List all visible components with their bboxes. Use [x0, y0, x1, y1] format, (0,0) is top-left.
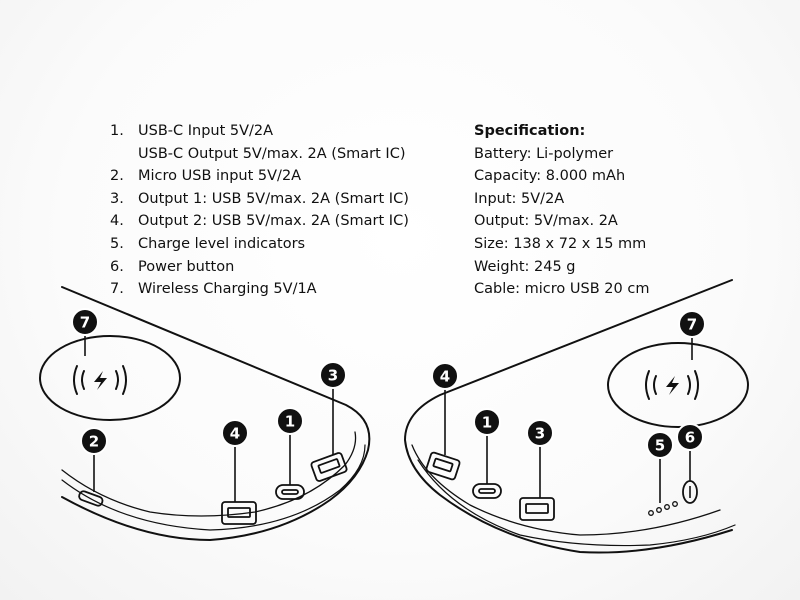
specification-block: Specification: Battery: Li-polymer Capac… [474, 120, 649, 301]
svg-text:4: 4 [440, 368, 450, 386]
left-callout-1: 1 [276, 407, 304, 435]
left-usb-port-4 [221, 501, 257, 525]
spec-line: Battery: Li-polymer [474, 145, 614, 162]
wireless-charging-icon [645, 370, 699, 400]
right-powerbank-edge [411, 444, 721, 536]
left-usb-port-3 [310, 452, 348, 482]
right-wireless-pad [607, 342, 749, 428]
feature-item: 3. Output 1: USB 5V/max. 2A (Smart IC) [110, 188, 409, 211]
svg-text:1: 1 [482, 414, 492, 432]
left-callout-3: 3 [319, 361, 347, 389]
wireless-charging-icon [73, 365, 127, 395]
specification-title: Specification: [474, 123, 586, 139]
spec-line: Cable: micro USB 20 cm [474, 281, 650, 298]
spec-line: Output: 5V/max. 2A [474, 213, 618, 230]
feature-text: USB-C Output 5V/max. 2A (Smart IC) [138, 145, 406, 162]
right-powerbank-outline [404, 279, 733, 554]
right-callout-5: 5 [646, 431, 674, 459]
right-callout-7: 7 [678, 310, 706, 338]
feature-item: 2. Micro USB input 5V/2A [110, 165, 409, 188]
svg-text:6: 6 [685, 429, 695, 447]
feature-number: 7. [110, 281, 124, 298]
right-callout-1: 1 [473, 408, 501, 436]
feature-text: Power button [138, 258, 235, 275]
left-wireless-pad [39, 335, 181, 421]
feature-item: 4. Output 2: USB 5V/max. 2A (Smart IC) [110, 210, 409, 233]
charge-level-indicators [648, 501, 678, 516]
svg-text:2: 2 [89, 433, 99, 451]
feature-number: 4. [110, 213, 124, 230]
svg-text:3: 3 [328, 367, 338, 385]
feature-item: 1. USB-C Input 5V/2A [110, 120, 409, 143]
svg-text:7: 7 [80, 314, 90, 332]
right-callout-3: 3 [526, 419, 554, 447]
svg-text:5: 5 [655, 437, 665, 455]
spec-line: Capacity: 8.000 mAh [474, 168, 626, 185]
power-button [682, 480, 698, 504]
feature-text: Output 1: USB 5V/max. 2A (Smart IC) [138, 190, 409, 207]
spec-line: Input: 5V/2A [474, 190, 565, 207]
right-callout-6: 6 [676, 423, 704, 451]
spec-line: Size: 138 x 72 x 15 mm [474, 235, 647, 252]
feature-number: 6. [110, 258, 124, 275]
feature-item: 7. Wireless Charging 5V/1A [110, 278, 409, 301]
right-leader-lines [444, 338, 693, 503]
feature-number: 3. [110, 190, 124, 207]
right-powerbank [404, 279, 736, 554]
feature-text: Micro USB input 5V/2A [138, 168, 302, 185]
right-powerbank-bottom-edge [417, 459, 736, 547]
left-callout-2: 2 [80, 427, 108, 455]
lightning-icon [666, 376, 679, 395]
right-usb-port-4 [425, 451, 461, 481]
svg-text:1: 1 [285, 413, 295, 431]
feature-list: 1. USB-C Input 5V/2A USB-C Output 5V/max.… [110, 120, 409, 301]
feature-text: Output 2: USB 5V/max. 2A (Smart IC) [138, 213, 409, 230]
right-usb-c-port [472, 483, 502, 499]
lightning-icon [94, 371, 107, 390]
left-powerbank-edge [61, 431, 357, 517]
right-callout-4: 4 [431, 362, 459, 390]
feature-item: 5. Charge level indicators [110, 233, 409, 256]
left-powerbank-bottom-edge [61, 444, 366, 531]
feature-number: 2. [110, 168, 124, 185]
feature-number: 1. [110, 123, 124, 139]
left-micro-usb-port [78, 490, 104, 507]
left-leader-lines [84, 336, 334, 502]
right-wireless-pad-ring [607, 342, 749, 428]
svg-text:7: 7 [687, 316, 697, 334]
feature-text: Charge level indicators [138, 235, 306, 252]
feature-text: USB-C Input 5V/2A [138, 123, 274, 139]
right-usb-port-3 [519, 497, 555, 521]
left-powerbank-outline [61, 286, 371, 541]
svg-text:3: 3 [535, 425, 545, 443]
feature-text: Wireless Charging 5V/1A [138, 281, 317, 298]
feature-item: USB-C Output 5V/max. 2A (Smart IC) [110, 143, 409, 166]
left-callout-7: 7 [71, 308, 99, 336]
feature-item: 6. Power button [110, 256, 409, 279]
left-wireless-pad-ring [39, 335, 181, 421]
left-powerbank [61, 286, 371, 541]
spec-line: Weight: 245 g [474, 258, 576, 275]
feature-number: 5. [110, 235, 124, 252]
svg-text:4: 4 [230, 425, 240, 443]
left-callout-4: 4 [221, 419, 249, 447]
